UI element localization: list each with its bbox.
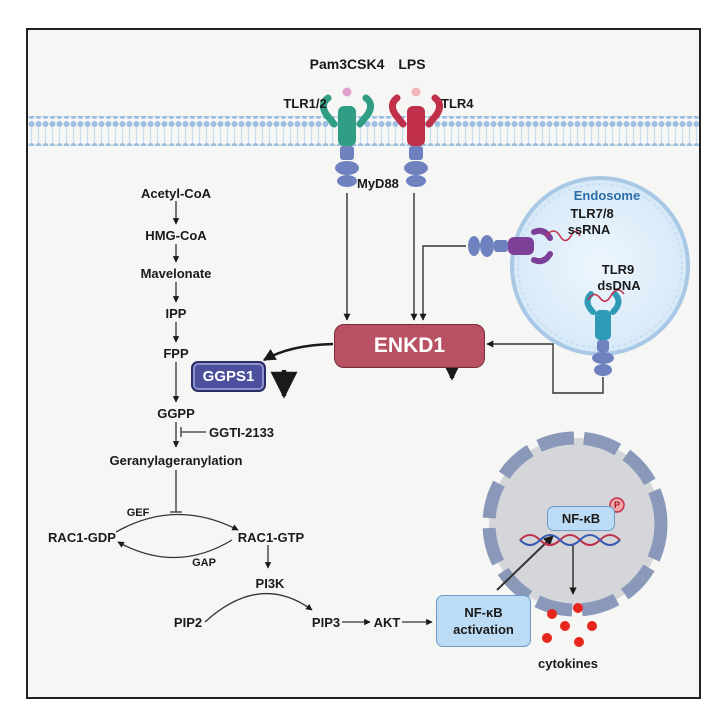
label-myd88: MyD88 <box>357 176 399 191</box>
label-lps: LPS <box>398 56 426 72</box>
label-tlr12: TLR1/2 <box>283 96 327 111</box>
arrow-gef <box>115 513 239 533</box>
label-hmg-coa: HMG-CoA <box>145 228 207 243</box>
label-acetyl-coa: Acetyl-CoA <box>140 186 212 201</box>
label-mavelonate: Mavelonate <box>140 266 212 281</box>
label-ssrna: ssRNA <box>567 222 611 237</box>
label-cytokines: cytokines <box>538 656 598 671</box>
label-ipp: IPP <box>165 306 187 321</box>
tlr12-receptor <box>319 87 375 187</box>
label-geranylgeranylation: Geranylageranylation <box>109 453 243 468</box>
label-tlr9: TLR9 <box>601 262 635 277</box>
label-akt: AKT <box>373 615 401 630</box>
label-tlr4: TLR4 <box>441 96 474 111</box>
label-tlr78: TLR7/8 <box>570 206 614 221</box>
label-rac1-gtp: RAC1-GTP <box>237 530 305 545</box>
tlr78-receptor <box>468 227 581 265</box>
arrow-nfkb-nucleus <box>496 535 554 591</box>
label-fpp: FPP <box>163 346 189 361</box>
arrow-pip2-pip3 <box>204 592 313 623</box>
enkd1-node: ENKD1 <box>334 324 485 368</box>
arrow-tlr78-enkd1 <box>419 245 466 321</box>
label-phospho: P <box>613 500 621 510</box>
nfkb-nuclear-box: NF-κB <box>547 506 615 531</box>
label-gap: GAP <box>192 557 216 569</box>
ggps1-node: GGPS1 <box>191 361 266 392</box>
label-rac1-gdp: RAC1-GDP <box>48 530 116 545</box>
label-dsdna: dsDNA <box>597 278 641 293</box>
nfkb-activation-line1: NF-κB <box>464 605 503 620</box>
label-ggti-2133: GGTI-2133 <box>209 425 275 440</box>
label-pi3k: PI3K <box>255 576 285 591</box>
label-ggpp: GGPP <box>157 406 195 421</box>
label-pip3: PIP3 <box>311 615 341 630</box>
nfkb-activation-line2: activation <box>453 622 514 637</box>
nfkb-activation-box: NF-κB activation <box>436 595 531 647</box>
tlr9-receptor <box>584 289 625 376</box>
tlr4-receptor <box>388 87 444 187</box>
arrow-tlr9-enkd1 <box>486 340 604 394</box>
arrow-enkd1-ggps1 <box>262 342 334 362</box>
label-gef: GEF <box>126 507 150 519</box>
arrow-gap <box>117 539 233 559</box>
label-pip2: PIP2 <box>173 615 203 630</box>
cytokine-dots <box>542 603 597 647</box>
label-pam3csk4: Pam3CSK4 <box>309 56 385 72</box>
dna-helix <box>519 534 621 546</box>
label-endosome: Endosome <box>573 188 641 203</box>
